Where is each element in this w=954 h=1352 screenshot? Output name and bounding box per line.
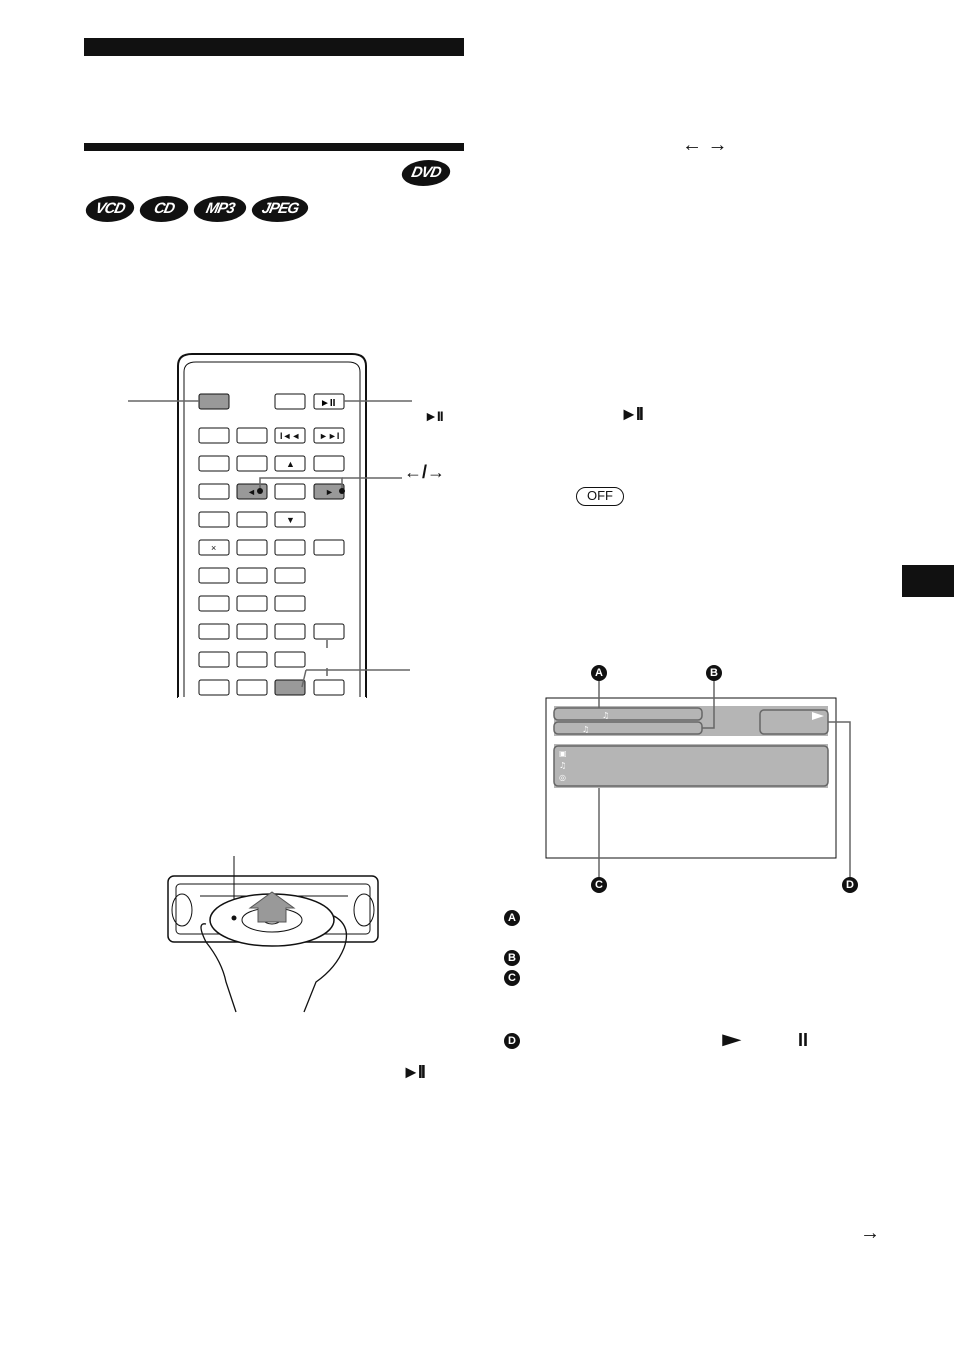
callout-c: C bbox=[591, 877, 607, 893]
mp3-badge: MP3 bbox=[191, 196, 249, 222]
callout-b: B bbox=[706, 665, 722, 681]
disc-insert-illustration bbox=[167, 856, 379, 1013]
vcd-badge: VCD bbox=[83, 196, 137, 222]
callout-d: D bbox=[842, 877, 858, 893]
continued-arrow-icon: → bbox=[860, 1222, 880, 1244]
svg-text:◎: ◎ bbox=[559, 773, 566, 782]
svg-text:I◄◄: I◄◄ bbox=[280, 431, 300, 441]
remote-control-illustration: ►II bbox=[128, 353, 412, 699]
legend-a: A bbox=[504, 910, 520, 926]
legend-c: C bbox=[504, 970, 520, 986]
arrows-top-icon: ← → bbox=[682, 134, 728, 156]
svg-text:►II: ►II bbox=[320, 398, 336, 409]
svg-text:♫: ♫ bbox=[559, 761, 566, 770]
legend-d: D bbox=[504, 1033, 520, 1049]
play-pause-mid-icon: ►II bbox=[620, 404, 644, 424]
legend-play-icon: ► bbox=[716, 1029, 748, 1051]
section-rule bbox=[84, 143, 464, 151]
screen-display-diagram: ♫ ♫ ▣ ♫ ◎ bbox=[545, 680, 851, 878]
play-pause-bottom-icon: ►II bbox=[402, 1062, 426, 1082]
svg-text:►►I: ►►I bbox=[319, 431, 339, 441]
svg-text:▼: ▼ bbox=[286, 515, 295, 525]
svg-text:▲: ▲ bbox=[286, 459, 295, 469]
legend-b: B bbox=[504, 950, 520, 966]
title-bar bbox=[84, 38, 464, 56]
svg-text:◄: ◄ bbox=[247, 487, 256, 497]
off-button-icon: OFF bbox=[576, 487, 624, 506]
dvd-badge: DVD bbox=[399, 160, 453, 186]
remote-play-pause-label: ►II bbox=[424, 408, 444, 424]
svg-text:♫: ♫ bbox=[582, 725, 589, 734]
remote-arrow-label: ←/→ bbox=[404, 462, 446, 482]
svg-text:►: ► bbox=[325, 487, 334, 497]
jpeg-badge: JPEG bbox=[249, 196, 311, 222]
legend-pause-icon: II bbox=[798, 1030, 809, 1050]
cd-badge: CD bbox=[137, 196, 191, 222]
svg-text:×: × bbox=[211, 543, 216, 553]
svg-text:♫: ♫ bbox=[602, 711, 609, 720]
side-tab bbox=[902, 565, 954, 597]
callout-a: A bbox=[591, 665, 607, 681]
svg-text:▣: ▣ bbox=[559, 749, 567, 758]
